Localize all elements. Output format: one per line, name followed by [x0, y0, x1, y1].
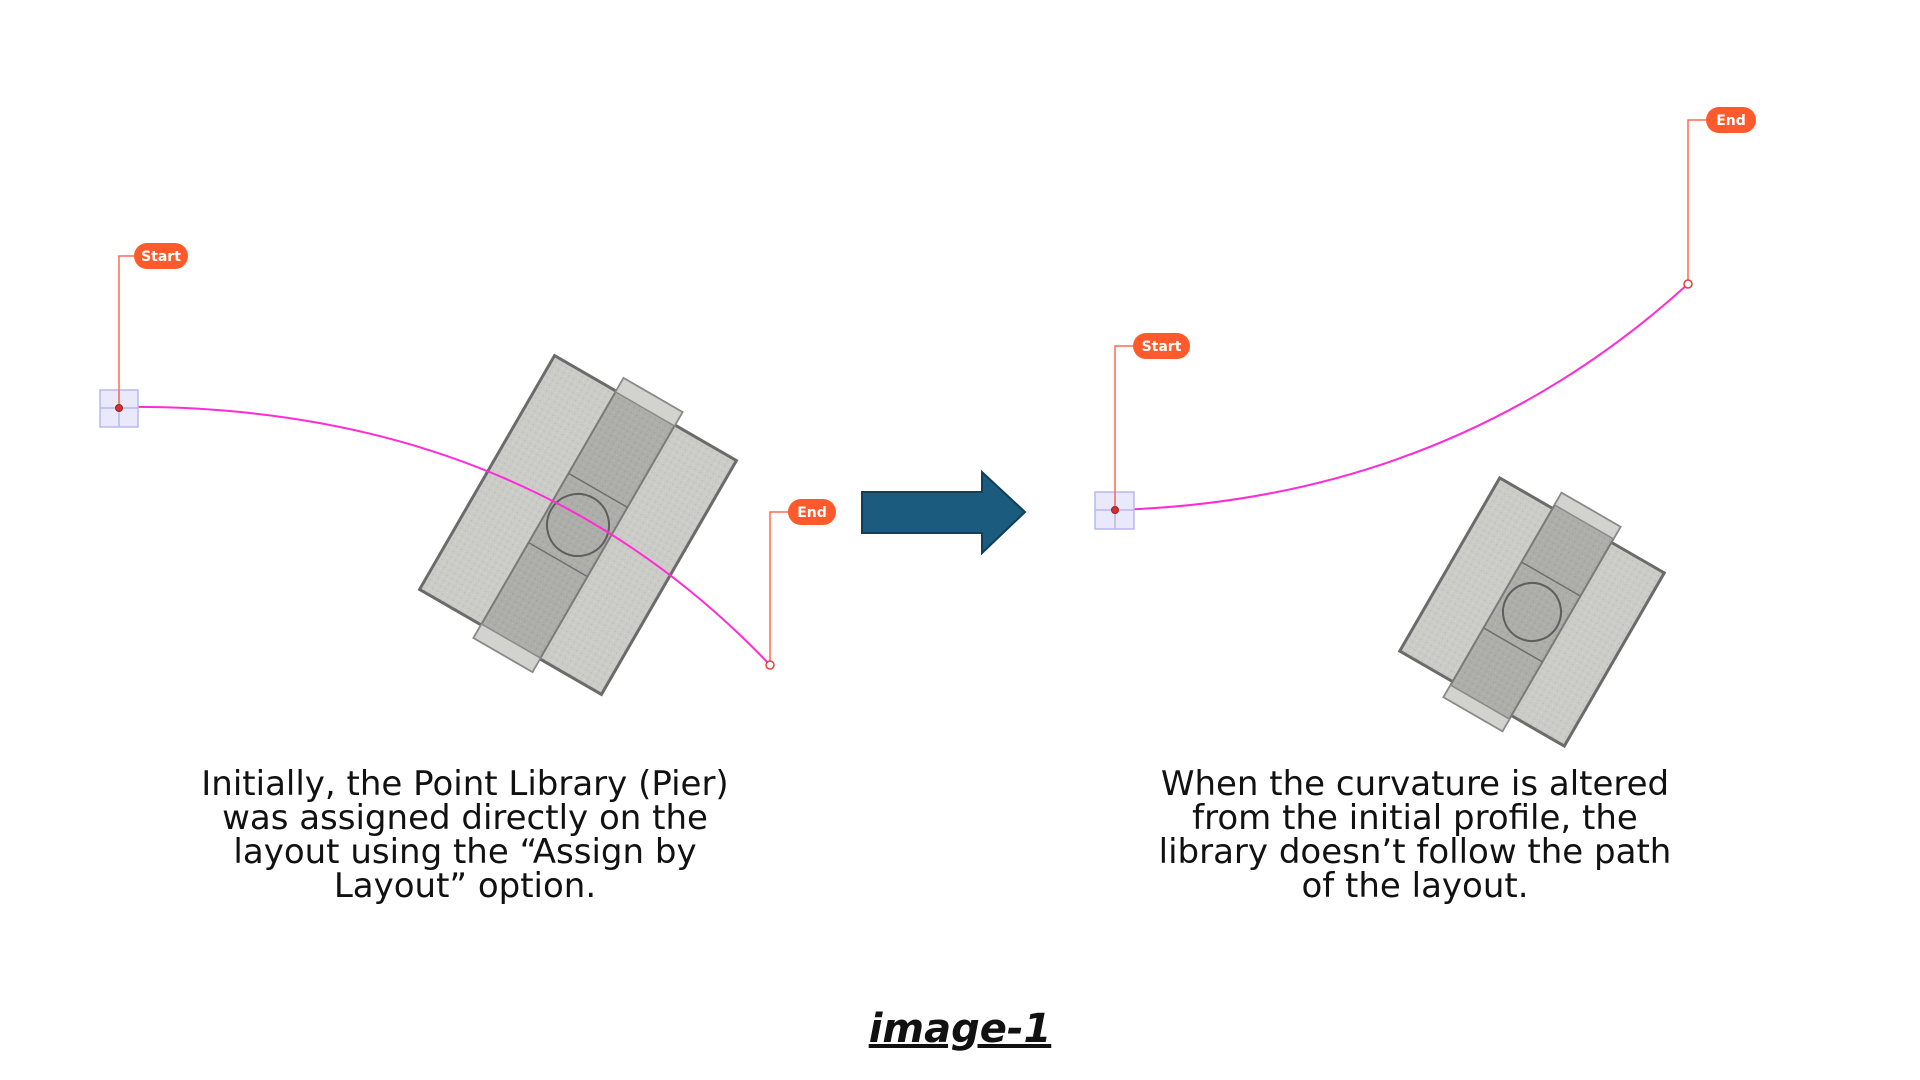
caption-line: Initially, the Point Library (Pier)	[201, 764, 729, 804]
start-tag-label: Start	[1142, 339, 1182, 355]
caption-line: from the initial profile, the	[1192, 798, 1638, 838]
start-point-marker	[115, 404, 123, 412]
caption-line: library doesn’t follow the path	[1158, 832, 1672, 872]
alignment-curve[interactable]	[117, 405, 771, 666]
end-tag[interactable]: End	[788, 499, 836, 525]
left-caption: Initially, the Point Library (Pier) was …	[165, 767, 765, 903]
caption-line: Layout” option.	[333, 866, 597, 906]
left-panel: Start End	[99, 243, 836, 708]
pier-library-block[interactable]	[412, 343, 744, 708]
end-tag[interactable]: End	[1706, 107, 1756, 133]
alignment-curve[interactable]	[1114, 283, 1689, 511]
end-tag-label: End	[1716, 113, 1746, 129]
pier-library-block[interactable]	[1391, 462, 1674, 761]
pier-column-end-top	[1553, 491, 1622, 540]
start-tag[interactable]: Start	[1133, 333, 1190, 359]
pier-circle	[1502, 582, 1562, 642]
pier-column-end-bottom	[1442, 684, 1511, 733]
caption-line: of the layout.	[1301, 866, 1529, 906]
end-point-marker[interactable]	[765, 660, 775, 670]
figure-label: image-1	[868, 1006, 1052, 1052]
end-leader-line	[769, 511, 790, 662]
transition-arrow	[861, 469, 1027, 556]
right-panel: Start End	[1094, 107, 1756, 761]
start-point-marker	[1111, 506, 1119, 514]
caption-line: layout using the “Assign by	[233, 832, 697, 872]
end-leader-line	[1687, 119, 1708, 280]
pier-column-end-bottom	[472, 623, 542, 673]
start-leader-line	[118, 255, 135, 404]
end-point-marker[interactable]	[1683, 279, 1693, 289]
start-leader-line	[1114, 345, 1134, 506]
caption-line: was assigned directly on the	[222, 798, 708, 838]
start-tag[interactable]: Start	[134, 243, 188, 269]
pier-circle	[546, 493, 610, 557]
right-caption: When the curvature is altered from the i…	[1115, 767, 1715, 903]
start-tag-label: Start	[141, 249, 181, 265]
caption-line: When the curvature is altered	[1160, 764, 1670, 804]
pier-column-end-top	[614, 377, 684, 427]
end-tag-label: End	[797, 505, 827, 521]
